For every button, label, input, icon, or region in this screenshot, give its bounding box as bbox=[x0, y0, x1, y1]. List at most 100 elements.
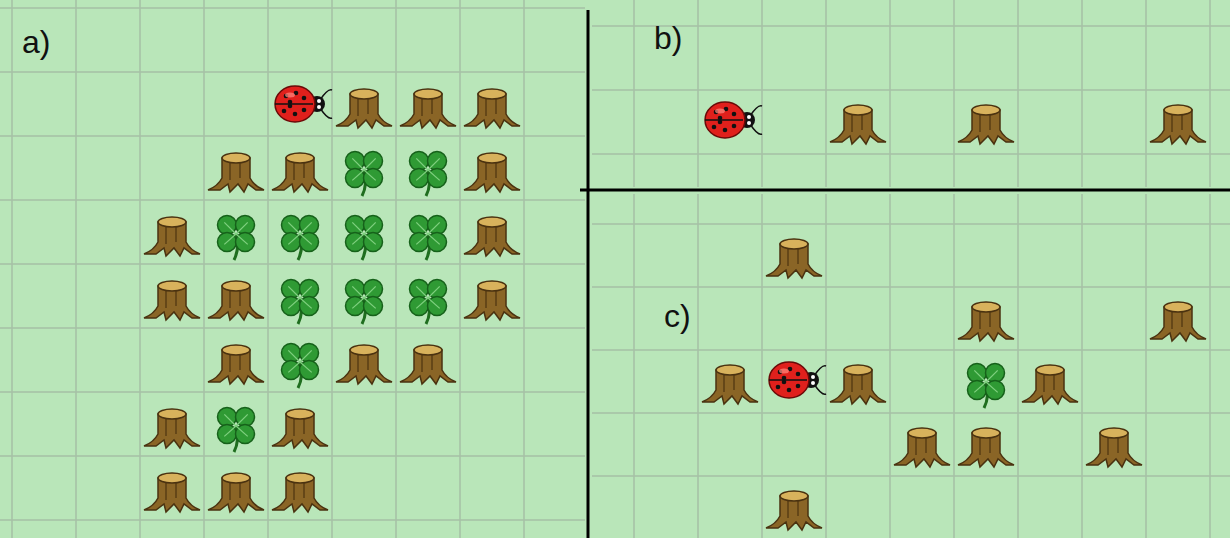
grid-line bbox=[592, 89, 1230, 91]
panel-label: c) bbox=[664, 300, 691, 332]
stump-icon bbox=[208, 345, 264, 384]
stump-icon bbox=[272, 153, 328, 192]
stump-icon bbox=[464, 281, 520, 320]
stump-icon bbox=[208, 153, 264, 192]
divider-line bbox=[580, 189, 1230, 192]
grid-line bbox=[761, 0, 763, 187]
stump-icon bbox=[830, 105, 886, 144]
grid-line bbox=[592, 475, 1230, 477]
grid-line bbox=[0, 519, 585, 521]
grid-line bbox=[267, 0, 269, 538]
ladybug-icon bbox=[769, 362, 826, 398]
grid-line bbox=[0, 263, 585, 265]
clover-icon bbox=[282, 344, 319, 389]
clover-icon bbox=[346, 216, 383, 261]
grid-line bbox=[0, 7, 585, 9]
stump-icon bbox=[766, 239, 822, 278]
grid-line bbox=[592, 25, 1230, 27]
grid-line bbox=[11, 0, 13, 538]
grid-line bbox=[203, 0, 205, 538]
grid-line bbox=[1209, 0, 1211, 187]
grid-line bbox=[697, 0, 699, 187]
stump-icon bbox=[464, 217, 520, 256]
stump-icon bbox=[464, 89, 520, 128]
grid-line bbox=[889, 0, 891, 187]
clover-icon bbox=[410, 216, 447, 261]
grid-line bbox=[331, 0, 333, 538]
stump-icon bbox=[766, 491, 822, 530]
clover-icon bbox=[218, 216, 255, 261]
grid-line bbox=[633, 194, 635, 538]
stump-icon bbox=[1086, 428, 1142, 467]
stump-icon bbox=[958, 105, 1014, 144]
grid-line bbox=[592, 349, 1230, 351]
grid-line bbox=[459, 0, 461, 538]
stump-icon bbox=[400, 89, 456, 128]
stump-icon bbox=[464, 153, 520, 192]
grid-line bbox=[633, 0, 635, 187]
stump-icon bbox=[272, 473, 328, 512]
grid-line bbox=[395, 0, 397, 538]
stump-icon bbox=[208, 473, 264, 512]
grid-line bbox=[0, 455, 585, 457]
clover-icon bbox=[282, 216, 319, 261]
grid-line bbox=[889, 194, 891, 538]
grid-line bbox=[1017, 194, 1019, 538]
grid-line bbox=[953, 0, 955, 187]
stump-icon bbox=[894, 428, 950, 467]
clover-icon bbox=[346, 280, 383, 325]
stump-icon bbox=[830, 365, 886, 404]
clover-icon bbox=[410, 152, 447, 197]
clover-icon bbox=[346, 152, 383, 197]
grid-line bbox=[0, 199, 585, 201]
stump-icon bbox=[958, 302, 1014, 341]
stump-icon bbox=[144, 217, 200, 256]
grid-line bbox=[825, 0, 827, 187]
grid-line bbox=[592, 286, 1230, 288]
grid-line bbox=[592, 412, 1230, 414]
stump-icon bbox=[208, 281, 264, 320]
stump-icon bbox=[702, 365, 758, 404]
divider-line bbox=[587, 10, 590, 538]
grid-line bbox=[1081, 0, 1083, 187]
clover-icon bbox=[282, 280, 319, 325]
clover-icon bbox=[218, 408, 255, 453]
panel-label: a) bbox=[22, 26, 50, 58]
grid-line bbox=[1017, 0, 1019, 187]
grid-line bbox=[592, 153, 1230, 155]
grid-line bbox=[75, 0, 77, 538]
stump-icon bbox=[1150, 105, 1206, 144]
stump-icon bbox=[336, 89, 392, 128]
stump-icon bbox=[272, 409, 328, 448]
grid-line bbox=[523, 0, 525, 538]
clover-icon bbox=[410, 280, 447, 325]
ladybug-icon bbox=[275, 86, 332, 122]
stump-icon bbox=[400, 345, 456, 384]
stump-icon bbox=[144, 281, 200, 320]
stump-icon bbox=[1150, 302, 1206, 341]
stump-icon bbox=[958, 428, 1014, 467]
grid-line bbox=[761, 194, 763, 538]
grid-line bbox=[0, 135, 585, 137]
stump-icon bbox=[144, 473, 200, 512]
stump-icon bbox=[336, 345, 392, 384]
grid-line bbox=[697, 194, 699, 538]
clover-icon bbox=[968, 364, 1005, 409]
grid-line bbox=[1145, 0, 1147, 187]
grid-line bbox=[0, 327, 585, 329]
grid-line bbox=[0, 391, 585, 393]
grid-line bbox=[0, 71, 585, 73]
stump-icon bbox=[144, 409, 200, 448]
grid-line bbox=[139, 0, 141, 538]
grid-line bbox=[1145, 194, 1147, 538]
grid-line bbox=[953, 194, 955, 538]
grid-line bbox=[1209, 194, 1211, 538]
icons bbox=[144, 86, 1206, 530]
ladybug-icon bbox=[705, 102, 762, 138]
grid-line bbox=[1081, 194, 1083, 538]
panel-label: b) bbox=[654, 22, 682, 54]
stump-icon bbox=[1022, 365, 1078, 404]
